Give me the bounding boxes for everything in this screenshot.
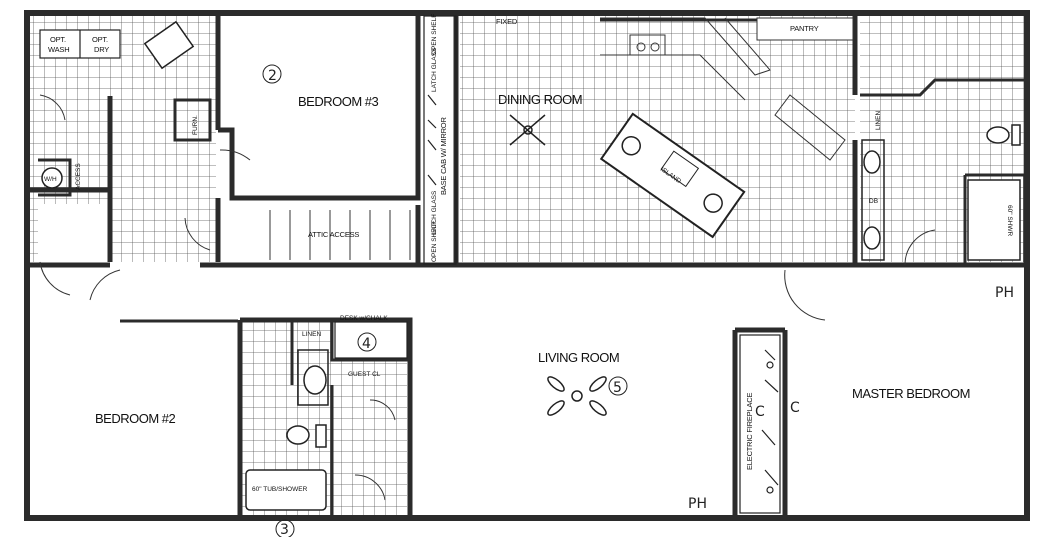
label-guest-cl: GUEST CL bbox=[348, 371, 381, 378]
label-pantry: PANTRY bbox=[790, 24, 819, 33]
label-open-shelf-top: OPEN SHELF bbox=[431, 14, 438, 55]
fireplace bbox=[739, 334, 781, 514]
label-linen-bath: LINEN bbox=[302, 331, 321, 338]
note-4: 4 bbox=[362, 336, 371, 352]
room-label-bedroom3: BEDROOM #3 bbox=[298, 94, 379, 109]
note-c2: C bbox=[755, 404, 765, 420]
door-swings bbox=[39, 94, 936, 501]
note-3: 3 bbox=[280, 522, 289, 537]
note-5: 5 bbox=[613, 380, 622, 396]
bath-fixtures bbox=[41, 20, 1021, 511]
label-open-shelf-bottom: OPEN SHELF bbox=[431, 221, 438, 262]
label-fireplace: ELECTRIC FIREPLACE bbox=[745, 393, 754, 470]
room-label-dining: DINING ROOM bbox=[498, 92, 582, 107]
label-opt-wash-2: WASH bbox=[48, 45, 69, 54]
label-access: ACCESS bbox=[75, 163, 82, 190]
label-db: DB bbox=[869, 198, 878, 205]
label-opt-dry-1: OPT. bbox=[92, 35, 108, 44]
label-opt-dry-2: DRY bbox=[94, 45, 109, 54]
note-c1: C bbox=[790, 400, 800, 416]
exterior-walls bbox=[24, 10, 1030, 521]
label-latch-glass-top: LATCH GLASS bbox=[431, 47, 438, 92]
label-linen-top: LINEN bbox=[875, 111, 882, 130]
label-opt-wash-1: OPT. bbox=[50, 35, 66, 44]
note-2: 2 bbox=[268, 68, 277, 84]
room-label-master: MASTER BEDROOM bbox=[852, 386, 970, 401]
room-label-bedroom2: BEDROOM #2 bbox=[95, 411, 176, 426]
shelf-column bbox=[423, 15, 457, 265]
label-shower: 60" SHWR bbox=[1006, 205, 1013, 237]
label-tub: 60" TUB/SHOWER bbox=[252, 486, 308, 493]
label-desk: DESK w/CHALK bbox=[340, 315, 388, 322]
label-attic: ATTIC ACCESS bbox=[308, 230, 359, 239]
label-wh: W/H bbox=[44, 176, 57, 183]
label-base-cab: BASE CAB W/ MIRROR bbox=[439, 117, 448, 195]
dining-fan-icon bbox=[509, 114, 546, 146]
room-label-living: LIVING ROOM bbox=[538, 350, 619, 365]
note-ph1: PH bbox=[995, 285, 1014, 301]
label-fixed: FIXED bbox=[496, 17, 518, 26]
label-latch-glass-bottom: LATCH GLASS bbox=[431, 190, 438, 235]
kitchen-counter bbox=[600, 17, 854, 161]
kitchen-island bbox=[599, 112, 746, 239]
label-furn: FURN. bbox=[192, 115, 199, 135]
attic-stairs bbox=[269, 210, 411, 260]
laundry bbox=[39, 29, 121, 59]
note-ph2: PH bbox=[688, 496, 707, 512]
living-fan-icon bbox=[547, 376, 607, 416]
desk bbox=[334, 321, 408, 359]
